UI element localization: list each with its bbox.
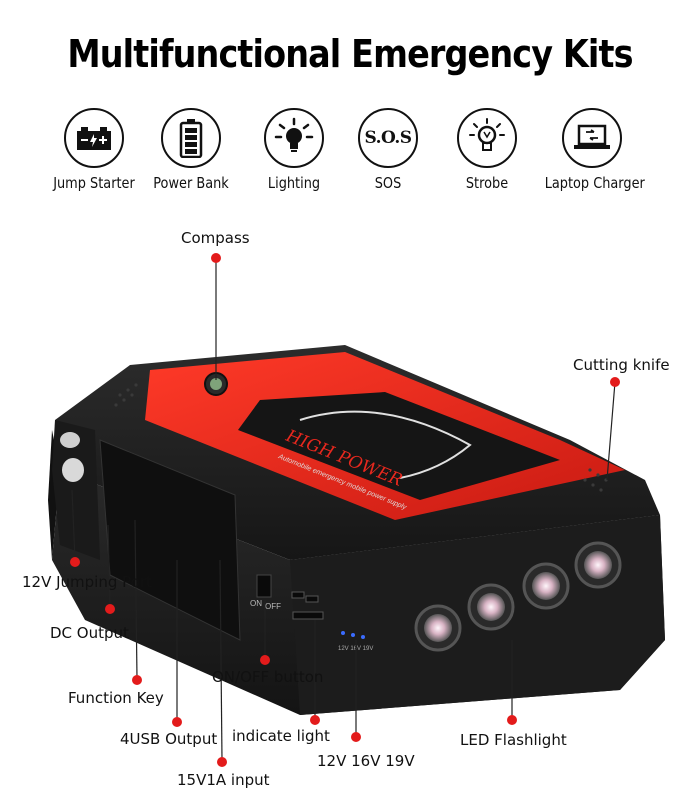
callout-usb-output: 4USB Output xyxy=(120,730,218,748)
feature-label: Lighting xyxy=(267,174,321,192)
callout-jumping-port: 12V Jumping Port xyxy=(22,573,152,591)
sos-icon: S.O.S xyxy=(358,108,418,168)
callout-function-key: Function Key xyxy=(68,689,164,707)
strobe-bulb-icon xyxy=(457,108,517,168)
callout-on-off: ON/OFF button xyxy=(212,668,324,686)
sos-icon-text: S.O.S xyxy=(364,128,412,148)
feature-power-bank: Power Bank xyxy=(136,108,246,192)
feature-label: Laptop Charger xyxy=(544,174,645,192)
feature-laptop-charger: Laptop Charger xyxy=(537,108,647,192)
laptop-icon xyxy=(562,108,622,168)
feature-sos: S.O.S SOS xyxy=(333,108,443,192)
feature-label: Jump Starter xyxy=(53,174,135,192)
led-flashlights xyxy=(414,541,622,652)
feature-label: SOS xyxy=(374,174,402,192)
power-switch xyxy=(256,574,272,598)
callout-cutting-knife: Cutting knife xyxy=(573,356,670,374)
callout-compass: Compass xyxy=(181,229,250,247)
callout-dc-output: DC Output xyxy=(50,624,129,642)
feature-label: Strobe xyxy=(465,174,509,192)
callout-led-flashlight: LED Flashlight xyxy=(460,731,567,749)
light-bulb-icon xyxy=(264,108,324,168)
switch-off-label: OFF xyxy=(265,602,281,611)
feature-strobe: Strobe xyxy=(432,108,542,192)
brand-label xyxy=(238,392,560,500)
callout-input: 15V1A input xyxy=(177,771,270,789)
power-bank-icon xyxy=(161,108,221,168)
battery-icon xyxy=(64,108,124,168)
feature-jump-starter: Jump Starter xyxy=(39,108,149,192)
feature-label: Power Bank xyxy=(153,174,229,192)
feature-lighting: Lighting xyxy=(239,108,349,192)
callout-indicate-light: indicate light xyxy=(232,727,330,745)
switch-on-label: ON xyxy=(250,599,262,608)
port-cover xyxy=(99,439,241,641)
callout-voltage: 12V 16V 19V xyxy=(317,752,415,770)
page-title: Multifunctional Emergency Kits xyxy=(67,32,633,76)
